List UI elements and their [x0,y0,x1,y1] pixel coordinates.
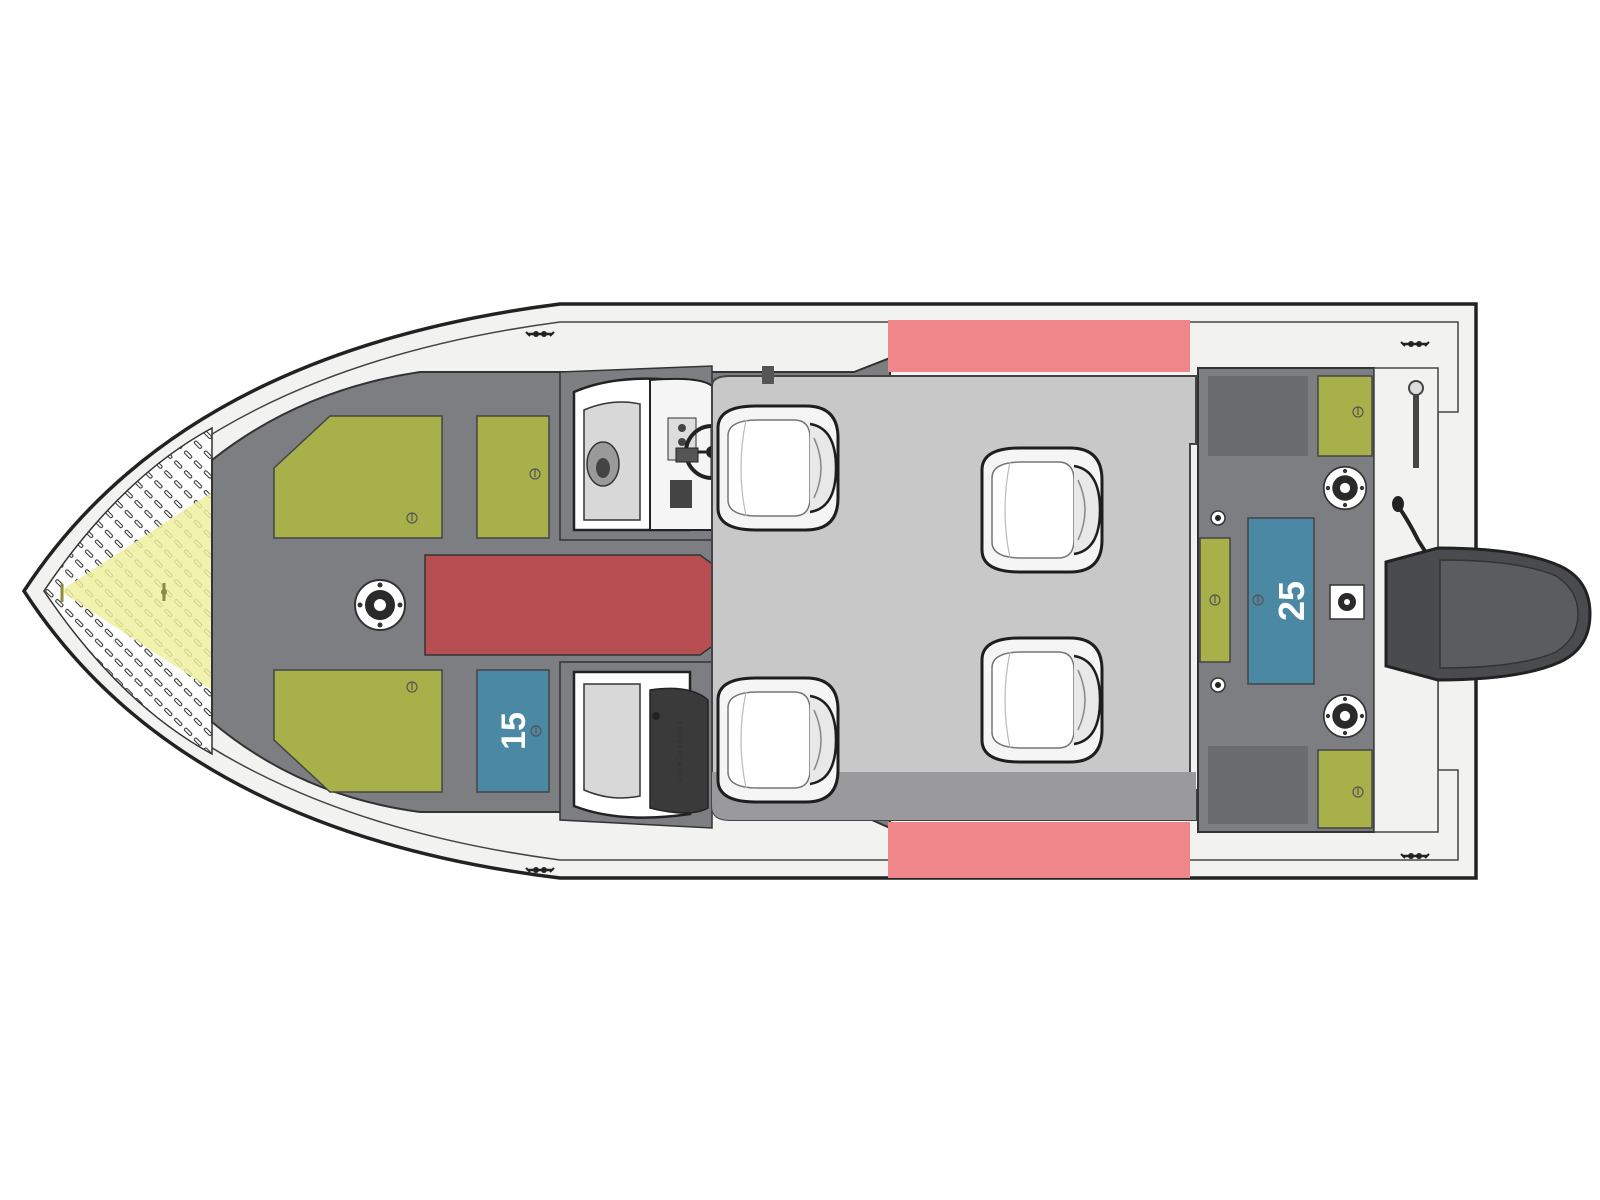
storage-hatch-rear-top[interactable] [1317,375,1373,457]
rear-seat-left-icon[interactable] [980,446,1104,574]
rear-seat-right-icon[interactable] [980,636,1104,764]
driver-console [559,365,740,541]
livewell-front-number: 15 [495,712,533,750]
storage-hatch-front-left-bottom[interactable] [273,669,443,793]
livewell-rear-number: 25 [1271,581,1312,621]
windshield-clip-icon [762,366,774,384]
pedestal-base-icon [1322,693,1368,739]
bow-cleat-icon [60,583,167,602]
pedestal-base-center-icon [1329,584,1365,620]
passenger-console: SMOKERCRAFT [559,661,713,829]
console-brand-label: SMOKERCRAFT [675,721,683,784]
pedestal-base-icon [1322,465,1368,511]
pedestal-base-icon [354,579,406,631]
storage-hatch-front-center-top[interactable] [476,415,550,539]
passenger-seat-icon[interactable] [716,676,840,804]
tiller-handle-icon[interactable] [1408,380,1424,468]
storage-hatch-rear-bottom[interactable] [1317,749,1373,829]
storage-hatch-front-left-top[interactable] [273,415,443,539]
outboard-motor-icon [1384,546,1592,682]
gunwale-rod-storage-top [888,320,1190,372]
livewell-front[interactable] [476,669,550,793]
gunwale-rod-storage-bottom [888,822,1190,878]
driver-seat-icon[interactable] [716,404,840,532]
livewell-rear[interactable] [1247,517,1315,685]
bow-deck-highlight [60,492,212,690]
rod-locker[interactable] [424,554,719,656]
